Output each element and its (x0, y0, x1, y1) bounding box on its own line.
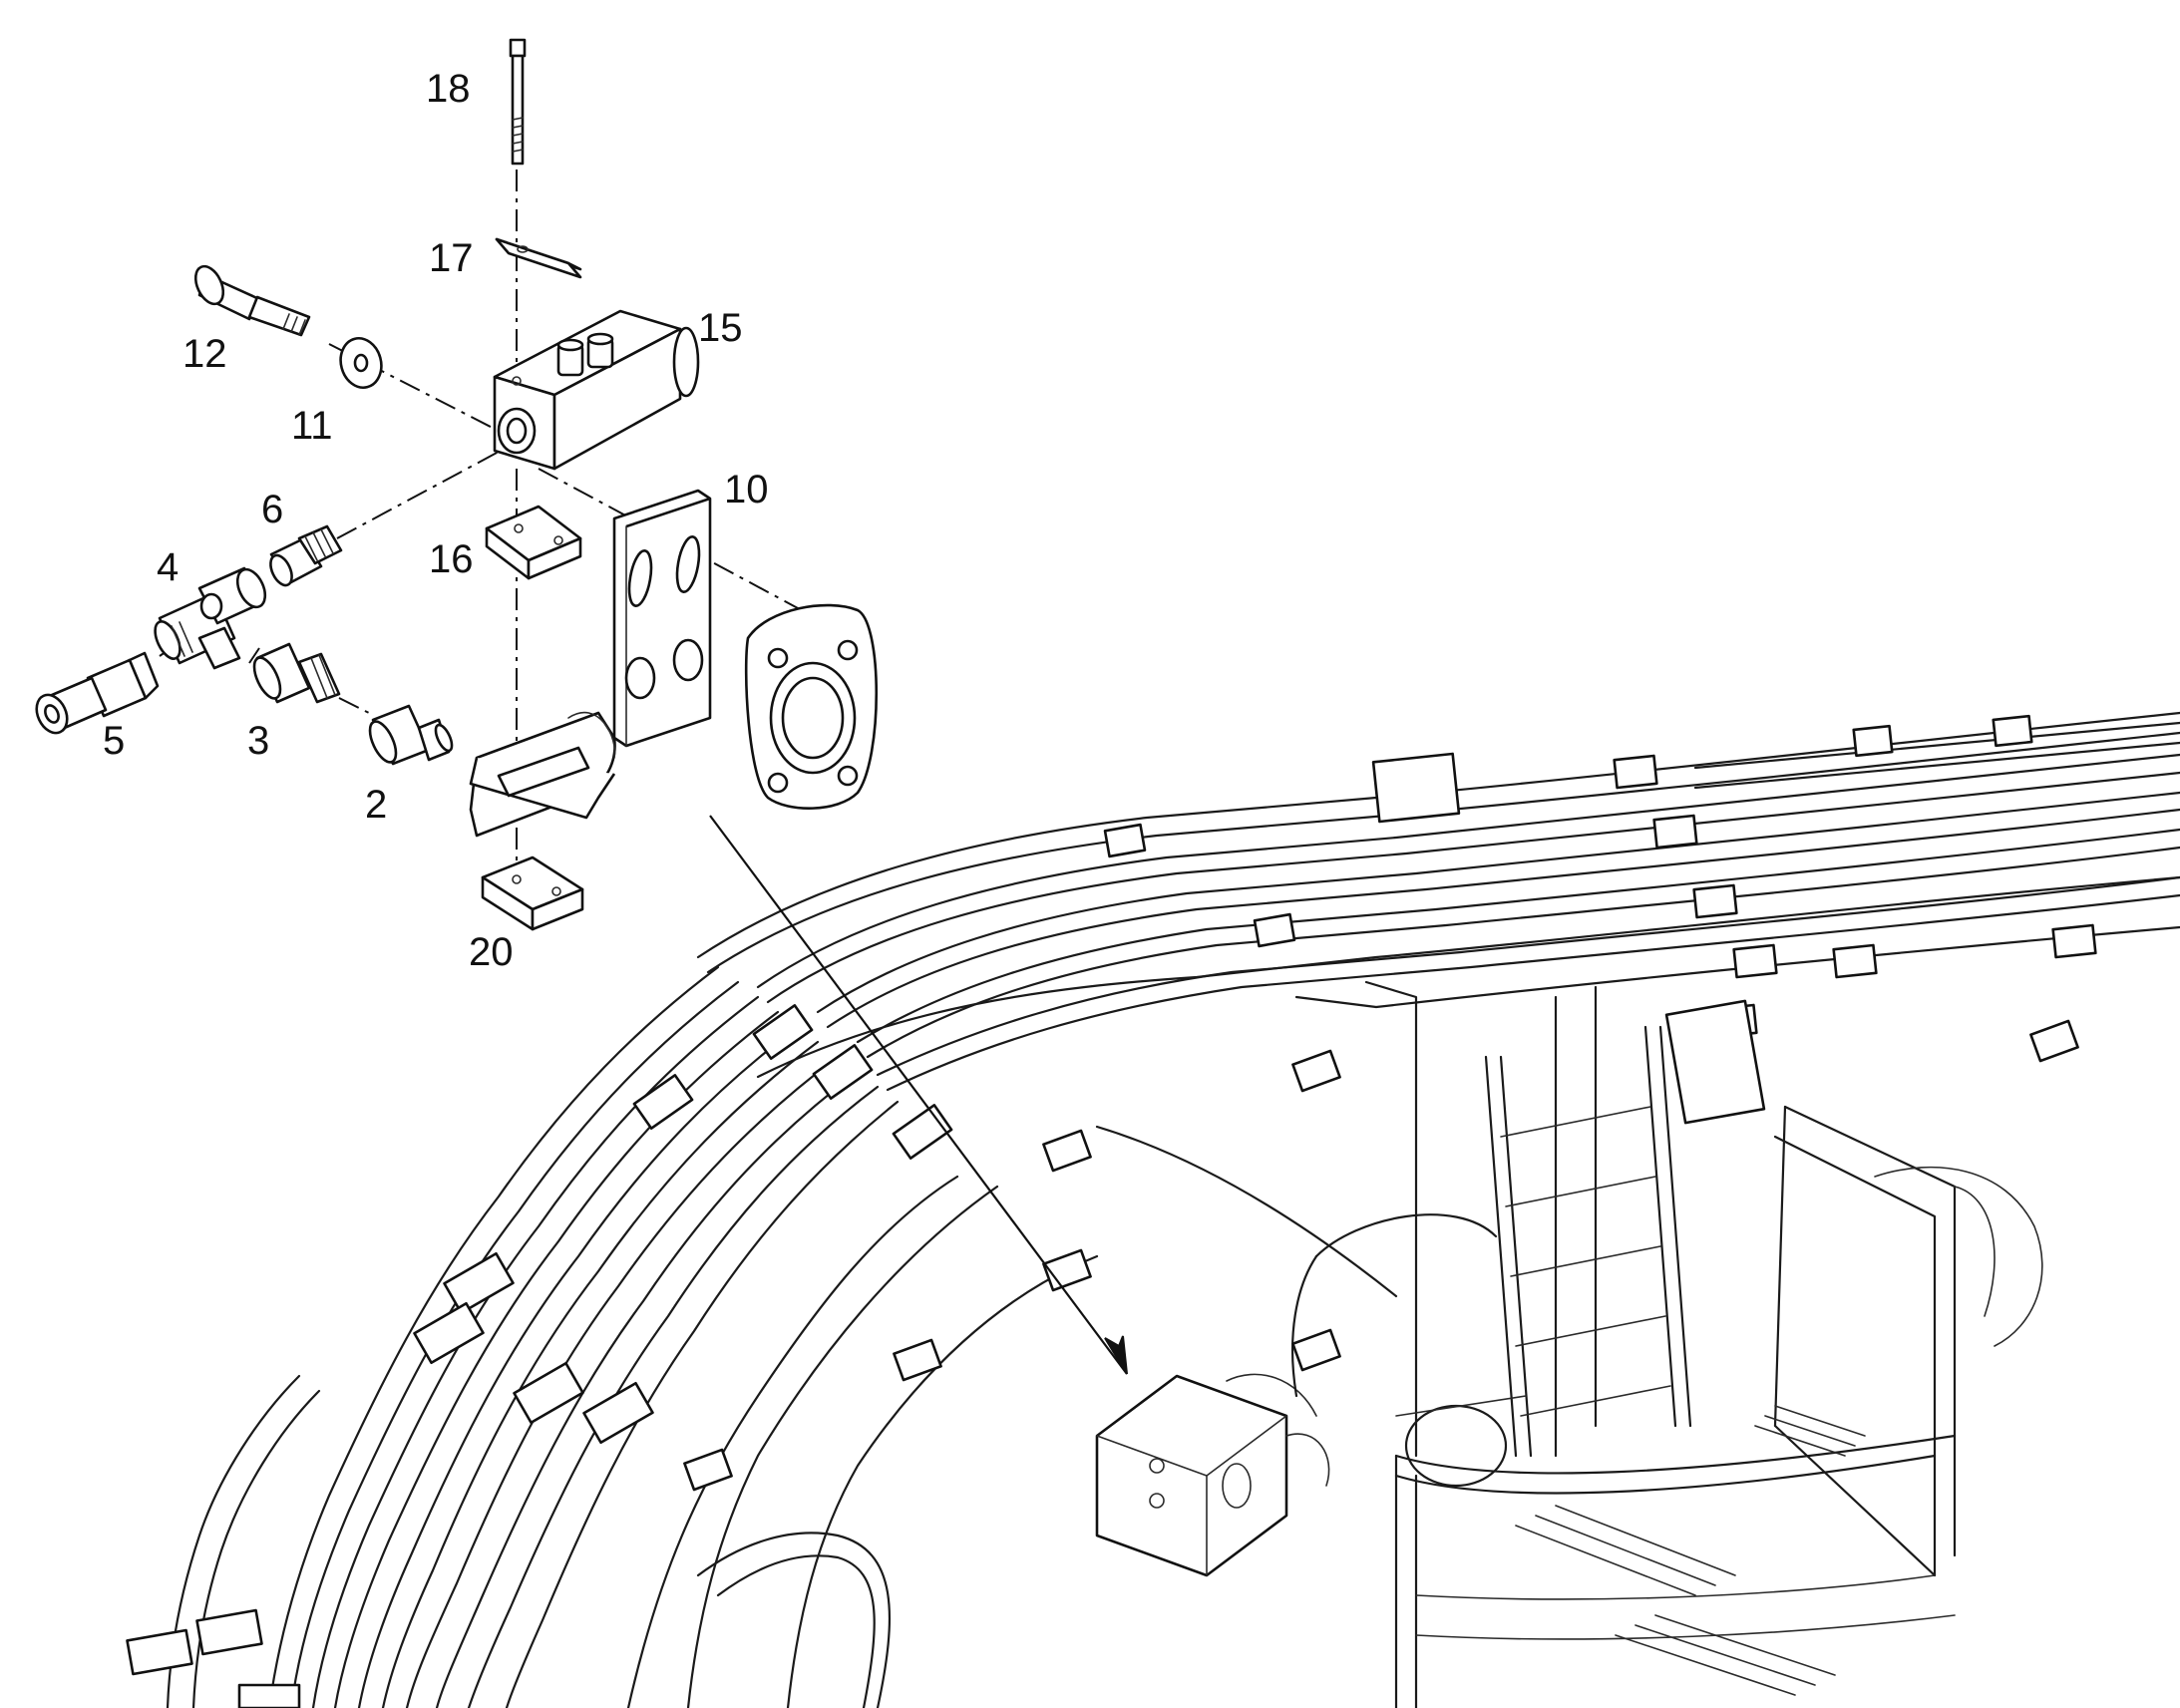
cylinder-housing (1291, 1213, 1527, 1488)
mounted-valve-block (1095, 1373, 1330, 1577)
boom-assembly (126, 711, 2180, 1708)
spacer-block-16 (485, 505, 582, 580)
fitting-3 (252, 642, 341, 704)
callout-12: 12 (182, 332, 227, 376)
callout-20: 20 (469, 930, 514, 974)
callout-labels: 18 17 15 12 11 10 6 4 16 5 3 2 20 (103, 67, 769, 974)
callout-11: 11 (291, 404, 333, 448)
washer-11 (339, 337, 383, 389)
callout-10: 10 (724, 468, 769, 512)
platform-grating (1515, 1405, 1866, 1696)
valve-block-15 (493, 309, 700, 471)
location-arrow (709, 815, 1128, 1375)
ladder (1484, 1025, 1692, 1458)
callout-18: 18 (426, 67, 471, 111)
callout-5: 5 (103, 719, 125, 763)
bolt-18 (509, 38, 527, 166)
exploded-parts: 18 17 15 12 11 10 6 4 16 5 3 2 20 (35, 38, 1128, 1375)
callout-15: 15 (698, 306, 743, 350)
flange-block (744, 603, 878, 810)
callout-4: 4 (157, 545, 179, 589)
callout-2: 2 (365, 783, 387, 827)
coupling-5 (35, 651, 160, 735)
tee-fitting-4 (154, 566, 267, 670)
callout-17: 17 (429, 236, 474, 280)
tube-clamps (126, 714, 2097, 1708)
arm-outer-arc (166, 1185, 1099, 1708)
bracket-10 (469, 489, 712, 838)
callout-6: 6 (261, 488, 283, 531)
bolt-12 (193, 264, 311, 337)
boom-hydraulic-tubes (696, 711, 2180, 1092)
callout-16: 16 (429, 537, 474, 581)
spacer-block-20 (481, 855, 584, 931)
plate-17 (495, 237, 582, 279)
callout-3: 3 (247, 719, 269, 763)
adapter-6 (269, 524, 343, 587)
plug-2 (368, 704, 454, 766)
safety-cage (1394, 1105, 2043, 1708)
